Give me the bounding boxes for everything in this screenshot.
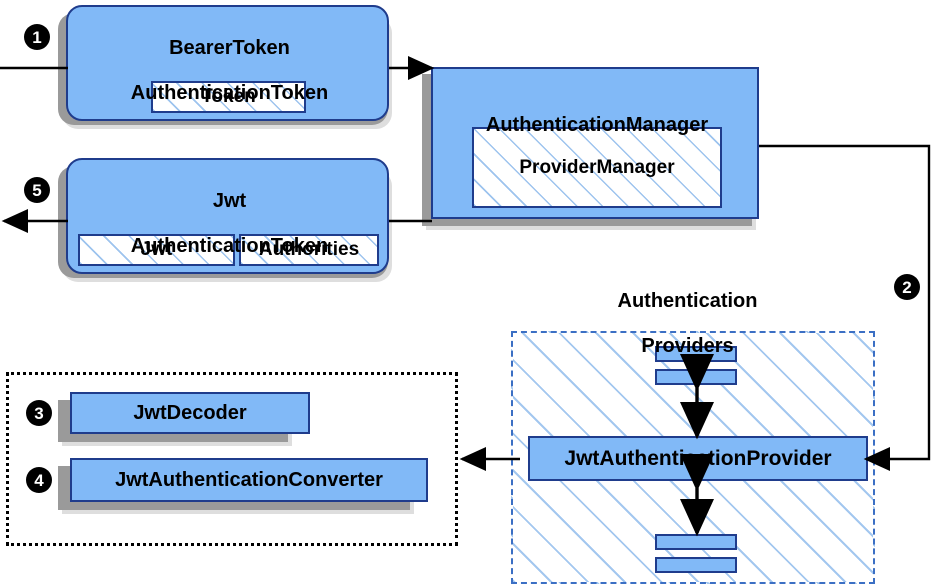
- jwt-decoder-box[interactable]: JwtDecoder: [70, 392, 310, 434]
- jwt-authentication-token-box[interactable]: Jwt AuthenticationToken Jwt Authorities: [66, 158, 389, 274]
- jwt-inner-box: Jwt: [78, 234, 235, 266]
- token-label: Token: [201, 86, 256, 107]
- provider-placeholder-bar-4: [655, 557, 737, 573]
- step-badge-2: 2: [894, 274, 920, 300]
- jwt-support-container: [6, 372, 458, 546]
- bearer-token-authentication-token-box[interactable]: BearerToken AuthenticationToken Token: [66, 5, 389, 121]
- jwt-authentication-provider-label: JwtAuthenticationProvider: [564, 446, 832, 470]
- authentication-manager-box[interactable]: AuthenticationManager ProviderManager: [431, 67, 759, 219]
- step-badge-3: 3: [26, 400, 52, 426]
- step-badge-1: 1: [24, 24, 50, 50]
- authorities-label: Authorities: [258, 239, 360, 260]
- step-badge-5: 5: [24, 177, 50, 203]
- jwt-token-title: Jwt AuthenticationToken: [130, 190, 329, 258]
- bearer-token-title: BearerToken AuthenticationToken: [130, 37, 329, 105]
- provider-manager-inner-box: ProviderManager: [472, 127, 722, 208]
- provider-placeholder-bar-3: [655, 534, 737, 550]
- authentication-providers-caption: Authentication Providers: [617, 290, 758, 358]
- jwt-authentication-provider-box[interactable]: JwtAuthenticationProvider: [528, 436, 868, 481]
- jwt-label: Jwt: [140, 239, 173, 260]
- token-inner-box: Token: [151, 81, 306, 113]
- provider-manager-label: ProviderManager: [519, 156, 675, 178]
- provider-placeholder-bar-2: [655, 369, 737, 385]
- authorities-inner-box: Authorities: [239, 234, 379, 266]
- step-badge-4: 4: [26, 467, 52, 493]
- jwt-decoder-label: JwtDecoder: [133, 401, 247, 424]
- authentication-manager-title: AuthenticationManager: [485, 114, 709, 137]
- jwt-authentication-converter-label: JwtAuthenticationConverter: [115, 468, 383, 491]
- jwt-authentication-converter-box[interactable]: JwtAuthenticationConverter: [70, 458, 428, 502]
